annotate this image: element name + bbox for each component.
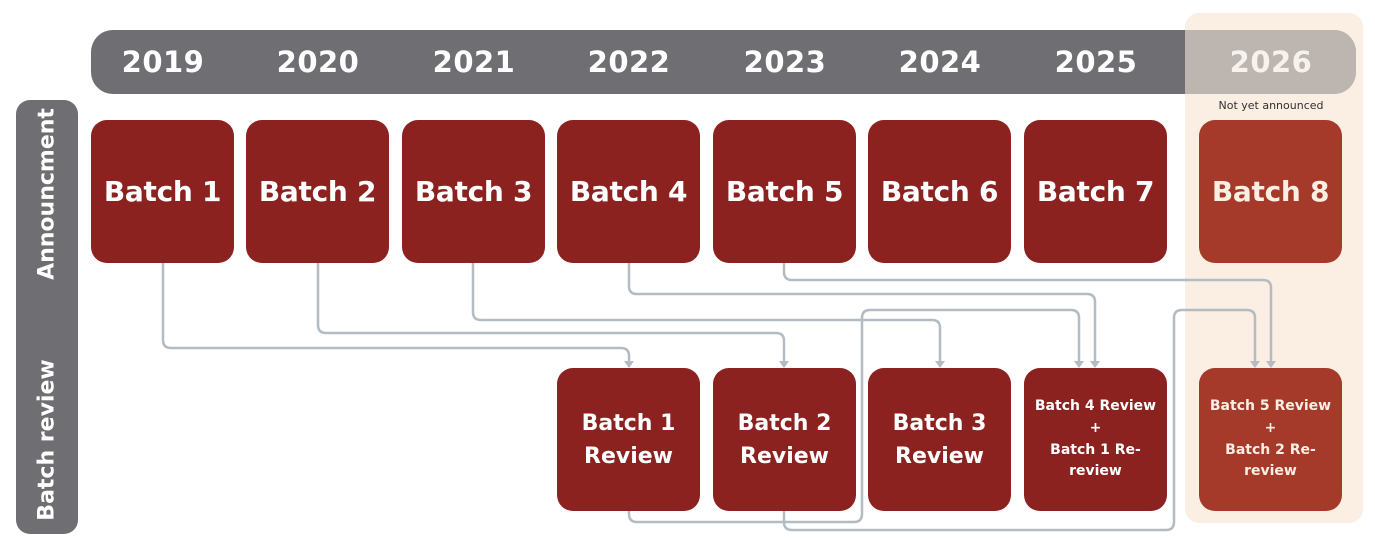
- year-2019: 2019: [121, 45, 205, 79]
- connector-batch1-review-to-rereview: [627, 308, 1081, 524]
- year-2023: 2023: [743, 45, 827, 79]
- announcement-batch-4: Batch 4: [557, 120, 700, 263]
- announcement-batch-2: Batch 2: [246, 120, 389, 263]
- announcement-batch-1: Batch 1: [91, 120, 234, 263]
- connector-batch2-review-to-rereview: [782, 308, 1257, 532]
- announcement-batch-3: Batch 3: [402, 120, 545, 263]
- review-batch-3: Batch 3 Review: [868, 368, 1011, 511]
- row-label-panel: [16, 100, 78, 534]
- year-2020: 2020: [276, 45, 360, 79]
- review-batch-5-and-rereview-2: Batch 5 Review + Batch 2 Re-review: [1199, 368, 1342, 511]
- announcement-batch-7: Batch 7: [1024, 120, 1167, 263]
- review-batch-4-and-rereview-1: Batch 4 Review + Batch 1 Re-review: [1024, 368, 1167, 511]
- review-line: Batch 5 Review: [1209, 398, 1332, 415]
- connector-batch5-to-review: [782, 261, 1273, 366]
- review-line: Batch 2 Re-review: [1225, 441, 1316, 480]
- year-2026: 2026: [1229, 45, 1313, 79]
- announcement-batch-6: Batch 6: [868, 120, 1011, 263]
- year-2024: 2024: [898, 45, 982, 79]
- announcement-batch-8: Batch 8: [1199, 120, 1342, 263]
- year-2021: 2021: [432, 45, 516, 79]
- review-batch-2: Batch 2 Review: [713, 368, 856, 511]
- not-yet-announced-note: Not yet announced: [1218, 99, 1324, 112]
- review-line: +: [1264, 419, 1277, 436]
- connector-batch3-to-review: [471, 261, 942, 366]
- review-line: Batch 1 Re-review: [1050, 441, 1141, 480]
- connector-batch1-to-review: [161, 261, 631, 366]
- future-header-overlay: [1185, 30, 1356, 94]
- connector-batch2-to-review: [316, 261, 786, 366]
- review-batch-1: Batch 1 Review: [557, 368, 700, 511]
- review-line: Batch 4 Review: [1034, 398, 1157, 415]
- review-line: +: [1089, 419, 1102, 436]
- announcement-batch-5: Batch 5: [713, 120, 856, 263]
- connector-batch4-to-review: [627, 261, 1097, 366]
- year-header-bar: [91, 30, 1356, 94]
- year-2025: 2025: [1054, 45, 1138, 79]
- year-2022: 2022: [587, 45, 671, 79]
